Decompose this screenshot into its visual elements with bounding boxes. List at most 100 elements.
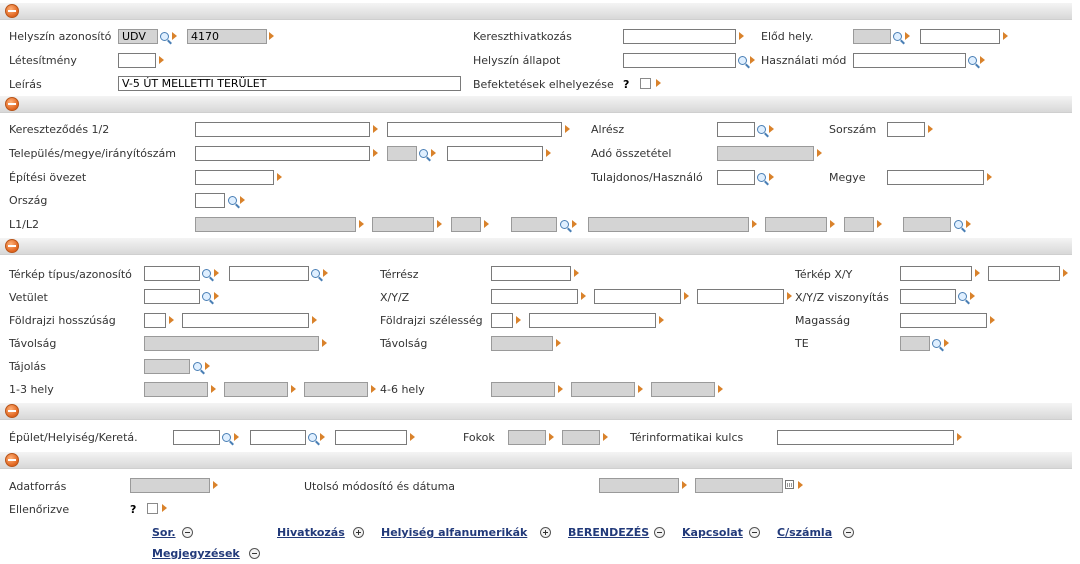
collapse-icon[interactable] bbox=[5, 97, 19, 111]
arrow-icon[interactable] bbox=[830, 220, 835, 228]
minus-circle-icon[interactable] bbox=[249, 548, 260, 559]
search-icon[interactable] bbox=[202, 269, 211, 278]
place4-field[interactable] bbox=[491, 382, 555, 397]
degrees-2-field[interactable] bbox=[562, 430, 600, 445]
search-icon[interactable] bbox=[311, 269, 320, 278]
arrow-icon[interactable] bbox=[437, 220, 442, 228]
height-field[interactable] bbox=[900, 313, 987, 328]
search-icon[interactable] bbox=[202, 292, 211, 301]
arrow-icon[interactable] bbox=[159, 56, 164, 64]
minus-circle-icon[interactable] bbox=[182, 527, 193, 538]
search-icon[interactable] bbox=[958, 292, 967, 301]
arrow-icon[interactable] bbox=[656, 79, 661, 87]
arrow-icon[interactable] bbox=[990, 316, 995, 324]
owner-field[interactable] bbox=[717, 170, 755, 185]
link-hivatkozas[interactable]: Hivatkozás bbox=[277, 526, 345, 539]
degrees-1-field[interactable] bbox=[508, 430, 546, 445]
search-icon[interactable] bbox=[738, 56, 747, 65]
collapse-icon[interactable] bbox=[5, 453, 19, 467]
l2-field[interactable] bbox=[588, 217, 749, 232]
arrow-icon[interactable] bbox=[581, 292, 586, 300]
arrow-icon[interactable] bbox=[769, 173, 774, 181]
plus-circle-icon[interactable] bbox=[353, 527, 364, 538]
map-x-field[interactable] bbox=[900, 266, 972, 281]
link-helyiseg-alfanumerikak[interactable]: Helyiség alfanumerikák bbox=[381, 526, 528, 539]
site-id-prefix-field[interactable]: UDV bbox=[118, 29, 158, 44]
l2-ref-field[interactable] bbox=[903, 217, 951, 232]
arrow-icon[interactable] bbox=[359, 220, 364, 228]
arrow-icon[interactable] bbox=[516, 316, 521, 324]
search-icon[interactable] bbox=[757, 125, 766, 134]
arrow-icon[interactable] bbox=[987, 173, 992, 181]
arrow-icon[interactable] bbox=[638, 385, 643, 393]
l1-ref-field[interactable] bbox=[511, 217, 557, 232]
prev-site-field[interactable] bbox=[920, 29, 1000, 44]
x-field[interactable] bbox=[491, 289, 578, 304]
arrow-icon[interactable] bbox=[169, 316, 174, 324]
county-code-field[interactable] bbox=[387, 146, 417, 161]
place2-field[interactable] bbox=[224, 382, 288, 397]
last-modifier-field[interactable] bbox=[599, 478, 679, 493]
arrow-icon[interactable] bbox=[322, 339, 327, 347]
arrow-icon[interactable] bbox=[798, 481, 803, 489]
arrow-icon[interactable] bbox=[213, 481, 218, 489]
arrow-icon[interactable] bbox=[752, 220, 757, 228]
arrow-icon[interactable] bbox=[966, 220, 971, 228]
arrow-icon[interactable] bbox=[572, 220, 577, 228]
link-c-szamla[interactable]: C/számla bbox=[777, 526, 833, 539]
arrow-icon[interactable] bbox=[373, 149, 378, 157]
tax-field[interactable] bbox=[717, 146, 814, 161]
arrow-icon[interactable] bbox=[1003, 32, 1008, 40]
te-field[interactable] bbox=[900, 336, 930, 351]
arrow-icon[interactable] bbox=[944, 339, 949, 347]
place6-field[interactable] bbox=[651, 382, 715, 397]
facility-field[interactable] bbox=[118, 53, 156, 68]
minus-circle-icon[interactable] bbox=[654, 527, 665, 538]
l2-code-field[interactable] bbox=[844, 217, 874, 232]
usage-mode-field[interactable] bbox=[853, 53, 966, 68]
place3-field[interactable] bbox=[304, 382, 368, 397]
plus-circle-icon[interactable] bbox=[540, 527, 551, 538]
site-status-field[interactable] bbox=[623, 53, 736, 68]
arrow-icon[interactable] bbox=[214, 269, 219, 277]
arrow-icon[interactable] bbox=[323, 269, 328, 277]
arrow-icon[interactable] bbox=[211, 385, 216, 393]
search-icon[interactable] bbox=[419, 149, 428, 158]
arrow-icon[interactable] bbox=[410, 433, 415, 441]
link-kapcsolat[interactable]: Kapcsolat bbox=[682, 526, 743, 539]
arrow-icon[interactable] bbox=[659, 316, 664, 324]
search-icon[interactable] bbox=[193, 362, 202, 371]
search-icon[interactable] bbox=[893, 32, 902, 41]
frame-field[interactable] bbox=[335, 430, 407, 445]
site-id-field[interactable]: 4170 bbox=[187, 29, 267, 44]
arrow-icon[interactable] bbox=[234, 433, 239, 441]
place1-field[interactable] bbox=[144, 382, 208, 397]
l1-code-field[interactable] bbox=[451, 217, 481, 232]
l1-sub-field[interactable] bbox=[372, 217, 434, 232]
zone-field[interactable] bbox=[195, 170, 274, 185]
calendar-icon[interactable] bbox=[785, 480, 794, 489]
arrow-icon[interactable] bbox=[371, 385, 376, 393]
arrow-icon[interactable] bbox=[769, 125, 774, 133]
arrow-icon[interactable] bbox=[905, 32, 910, 40]
country-field[interactable] bbox=[195, 193, 225, 208]
arrow-icon[interactable] bbox=[957, 433, 962, 441]
l2-sub-field[interactable] bbox=[765, 217, 827, 232]
serial-field[interactable] bbox=[887, 122, 925, 137]
distance-field[interactable] bbox=[144, 336, 319, 351]
crossing-1-field[interactable] bbox=[195, 122, 370, 137]
arrow-icon[interactable] bbox=[320, 433, 325, 441]
help-icon[interactable]: ? bbox=[623, 78, 630, 91]
search-icon[interactable] bbox=[954, 220, 963, 229]
search-icon[interactable] bbox=[228, 196, 237, 205]
l1-field[interactable] bbox=[195, 217, 356, 232]
space-part-field[interactable] bbox=[491, 266, 571, 281]
arrow-icon[interactable] bbox=[172, 32, 177, 40]
town-field[interactable] bbox=[195, 146, 370, 161]
room-field[interactable] bbox=[250, 430, 306, 445]
link-berendezes[interactable]: BERENDEZÉS bbox=[568, 526, 650, 539]
arrow-icon[interactable] bbox=[205, 362, 210, 370]
arrow-icon[interactable] bbox=[373, 125, 378, 133]
arrow-icon[interactable] bbox=[980, 56, 985, 64]
gis-field[interactable] bbox=[777, 430, 954, 445]
